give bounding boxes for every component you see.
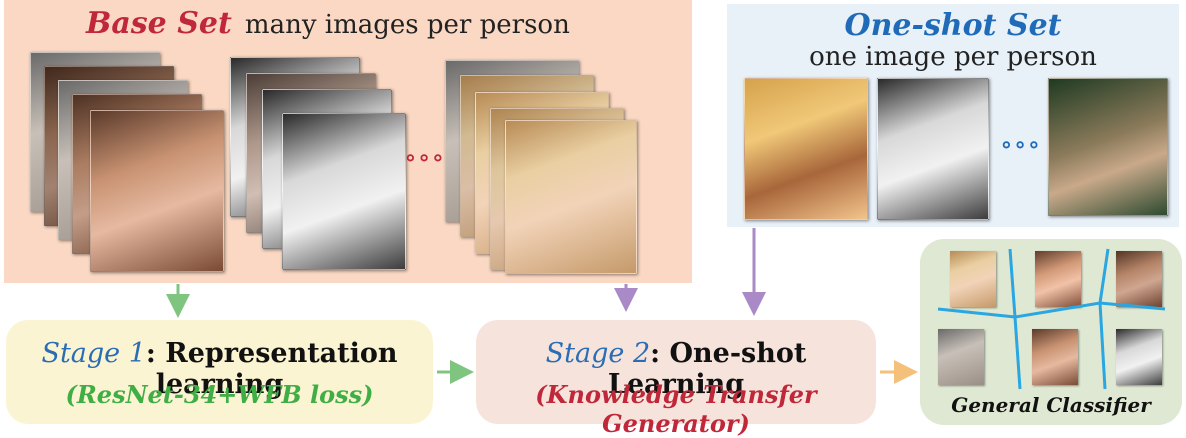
stage1-heading: Stage 1: Representation learning (6, 338, 433, 400)
base-set-subtitle: many images per person (244, 10, 570, 40)
general-classifier-box: General Classifier (920, 239, 1182, 425)
classifier-face-4 (938, 329, 984, 385)
decision-boundaries (937, 248, 1166, 390)
classifier-face-6 (1116, 329, 1162, 385)
stage1-title: : Representation learning (145, 338, 398, 400)
classifier-face-2 (1035, 251, 1081, 307)
base-set-title: Base Set (86, 6, 232, 41)
oneshot-photo-2 (877, 78, 989, 220)
flow-arrows (166, 228, 918, 384)
classifier-face-1 (950, 251, 996, 307)
oneshot-set-ellipsis: ∘∘∘ (1000, 130, 1042, 160)
base-stack2-photo-front (282, 113, 406, 270)
stage1-box: Stage 1: Representation learning (ResNet… (6, 320, 433, 424)
oneshot-set-subtitle: one image per person (809, 42, 1097, 72)
classifier-face-3 (1116, 251, 1162, 307)
stage2-box: Stage 2: One-shot Learning (Knowledge Tr… (476, 320, 876, 438)
stage1-name: Stage 1 (41, 338, 146, 369)
oneshot-photo-3 (1048, 78, 1168, 216)
base-set-heading: Base Set many images per person (86, 6, 570, 41)
base-stack1-photo-front (90, 110, 224, 272)
stage1-detail: (ResNet-34+WFB loss) (65, 380, 374, 409)
stage2-heading: Stage 2: One-shot Learning (476, 338, 876, 400)
stage2-detail: (Knowledge Transfer Generator) (535, 380, 817, 438)
oneshot-photo-1 (744, 78, 868, 220)
base-stack3-photo-front (505, 120, 637, 274)
stage2-name: Stage 2 (545, 338, 651, 369)
base-set-ellipsis: ∘∘∘ (404, 143, 446, 173)
oneshot-set-title: One-shot Set (844, 8, 1062, 43)
stage2-title: : One-shot Learning (607, 338, 807, 400)
classifier-face-5 (1032, 329, 1078, 385)
classifier-label: General Classifier (951, 393, 1151, 417)
